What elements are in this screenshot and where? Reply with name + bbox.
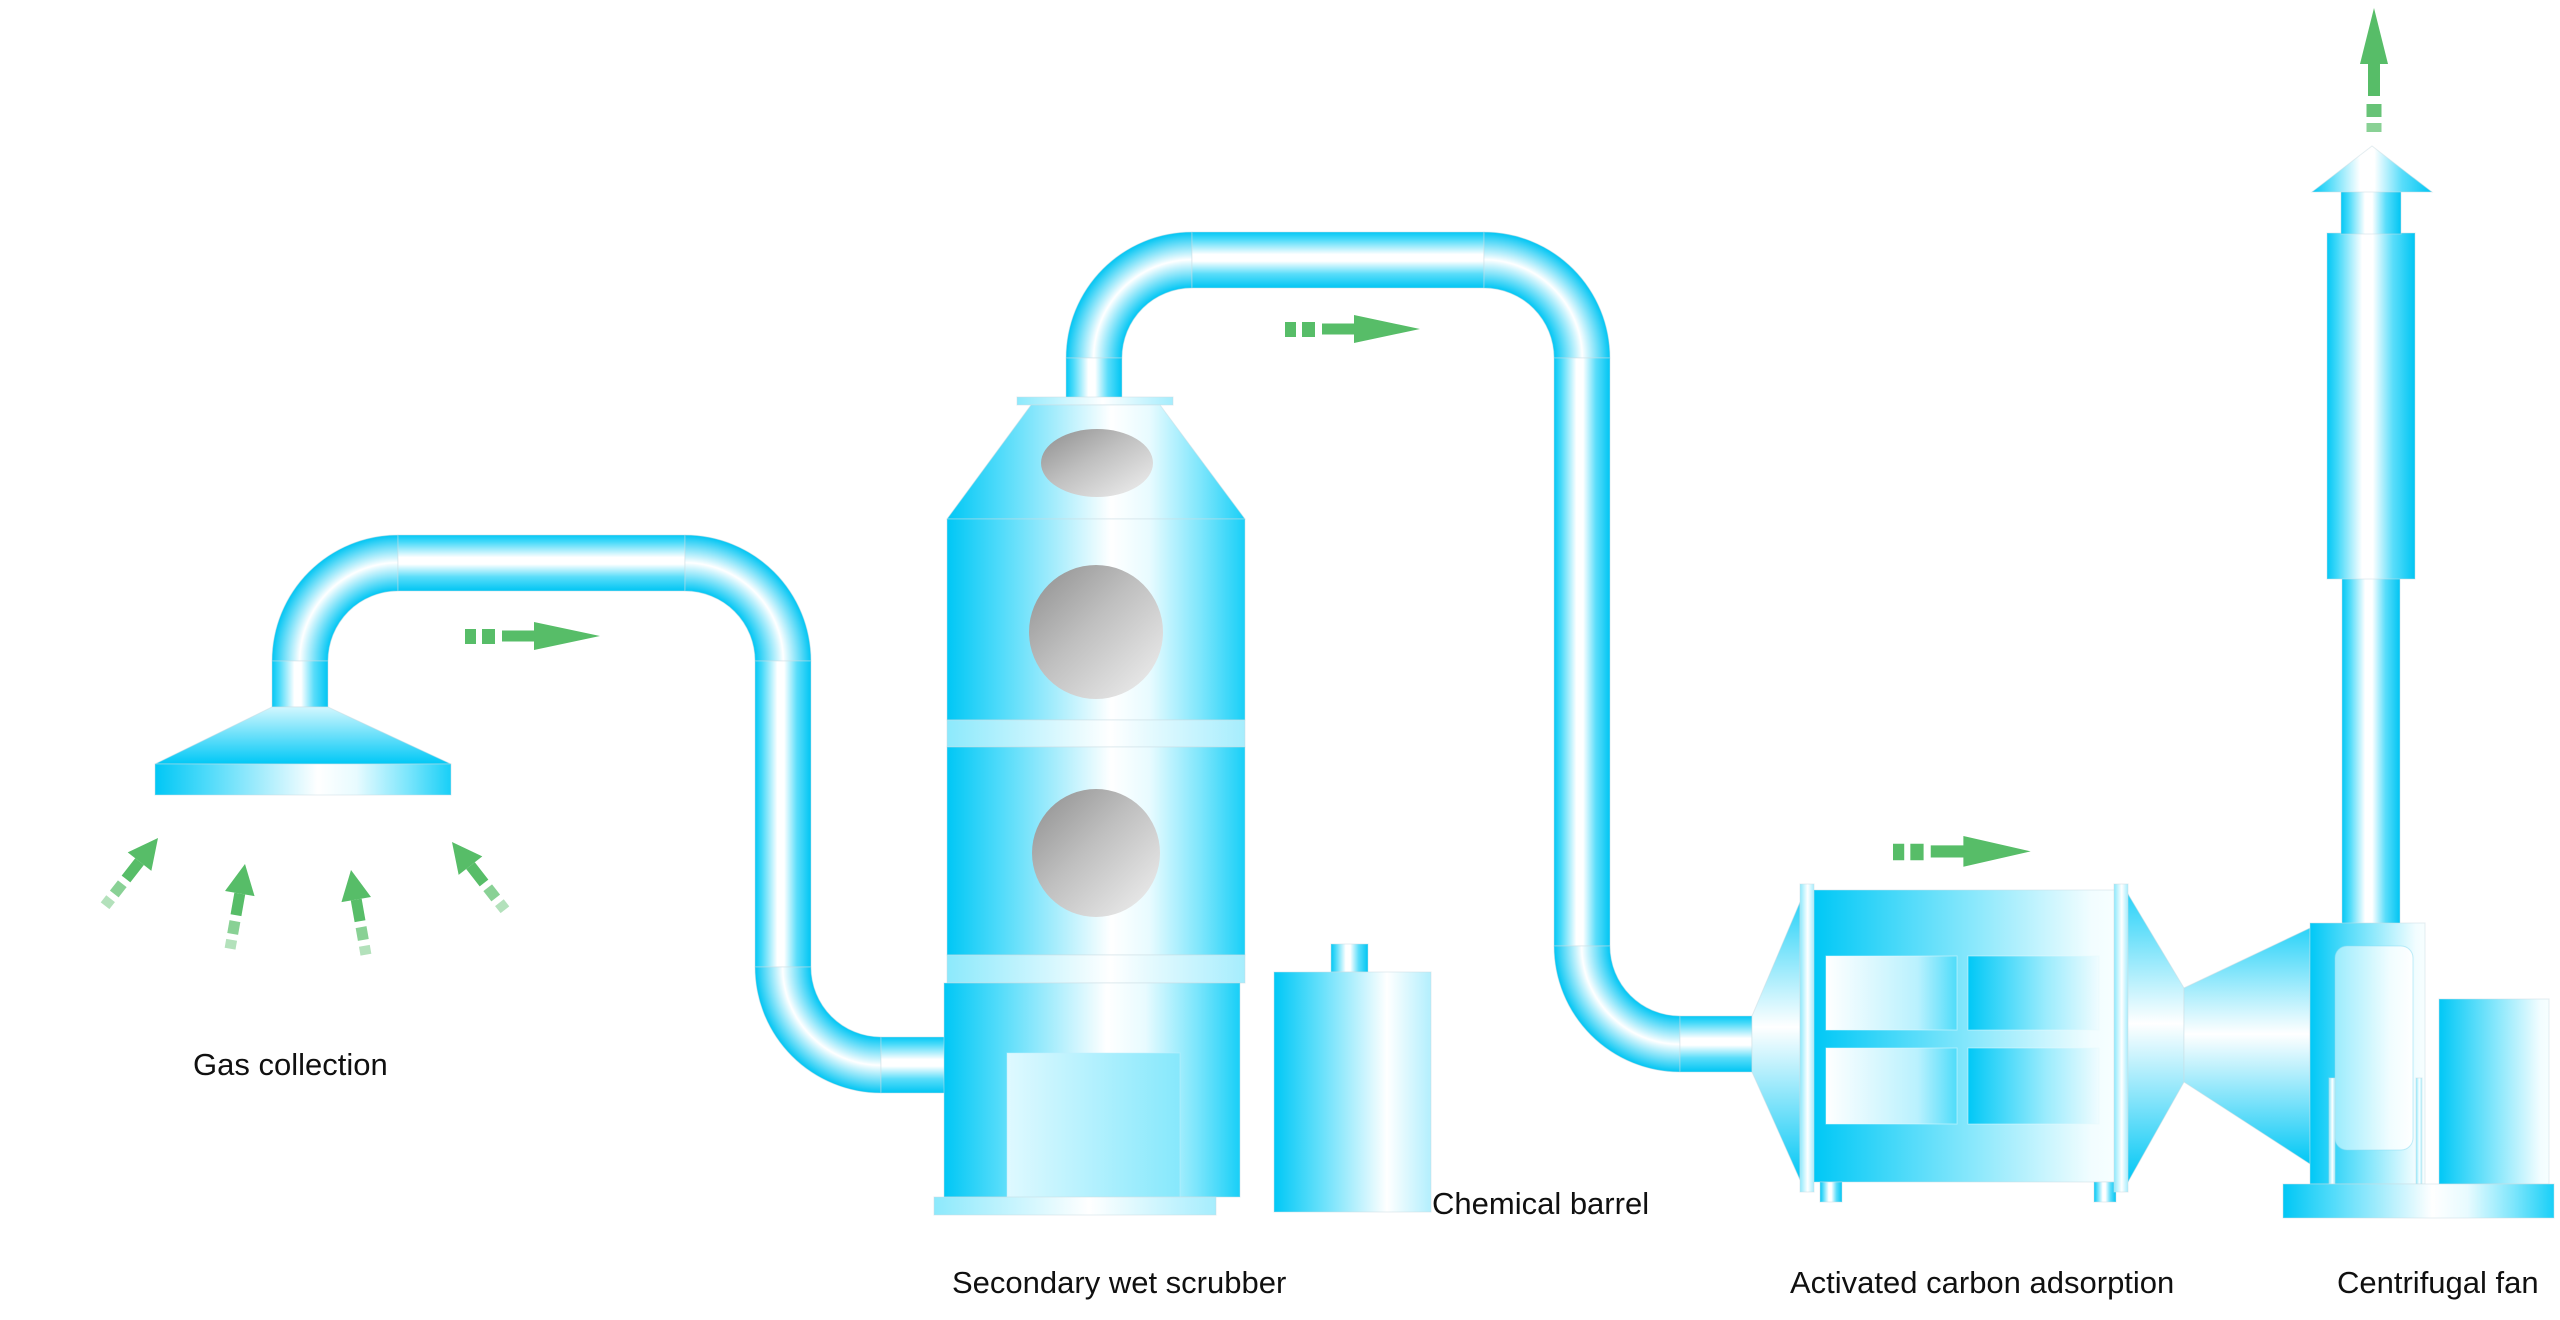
scrubber-base-plate [933,1196,1217,1216]
exhaust-arrow-icon [2360,8,2388,132]
carbon-left-flange [1799,883,1815,1193]
intake-arrow-icon [341,870,372,956]
label-chemical-barrel: Chemical barrel [1432,1186,1649,1221]
duct-hood-to-scrubber [271,534,953,1094]
pipe-outlet-stub [1679,1015,1753,1073]
carbon-inlet-cone [1751,901,1801,1181]
stack-rain-cap [2310,145,2434,193]
pipe-vertical-segment [754,660,812,968]
fan-motor [2438,998,2550,1185]
carbon-filter-panel [1825,1047,1958,1125]
scrubber-joint-band [946,719,1246,748]
pipe-horizontal-segment [397,534,686,592]
scrubber-top-viewport [1041,429,1153,497]
carbon-filter-panel [1967,1047,2100,1125]
wet-scrubber-tower [933,357,1246,1216]
labels: Gas collection Secondary wet scrubber Ch… [193,1047,2539,1300]
scrubber-joint-band [946,954,1246,984]
label-centrifugal-fan: Centrifugal fan [2337,1265,2539,1300]
carbon-box-leg [1819,1181,1843,1203]
hood-cone [154,706,452,765]
gas-intake-arrows [100,838,510,956]
scrubber-viewport [1029,565,1163,699]
pipe-horizontal-segment [1191,231,1485,289]
fan-support-rod [2328,1077,2336,1185]
exhaust-stack [2310,145,2434,925]
duct-scrubber-to-carbon [1065,231,1753,1073]
label-gas-collection: Gas collection [193,1047,388,1082]
hood-rim [154,763,452,796]
label-secondary-wet-scrubber: Secondary wet scrubber [952,1265,1286,1300]
fan-support-rod [2415,1077,2423,1185]
stack-lower-pipe [2341,577,2401,925]
pipe-elbow [271,534,399,662]
carbon-right-flange [2113,883,2129,1193]
intake-arrow-icon [224,864,255,950]
carbon-box-body [1813,889,2117,1183]
chemical-barrel [1273,943,1432,1213]
carbon-filter-panel [1967,955,2100,1031]
fan-inlet-cone [2183,927,2311,1165]
barrel-nozzle [1330,943,1369,973]
barrel-body [1273,971,1432,1213]
flow-arrow-right-icon [1893,836,2031,867]
flow-arrow-right-icon [1285,315,1420,343]
fan-base-plate [2282,1183,2555,1219]
flow-arrow-right-icon [465,622,600,650]
pipe-inlet-stub [880,1036,953,1094]
pipe-elbow [1483,231,1611,359]
pipe-elbow [684,534,812,662]
scrubber-access-door [1006,1052,1181,1198]
fan-housing-panel [2334,945,2414,1151]
pipe-elbow [1553,945,1681,1073]
carbon-adsorption-unit [1751,883,2311,1203]
scrubber-viewport [1032,789,1160,917]
flow-arrows [465,315,2031,867]
carbon-outlet-taper [2127,892,2185,1184]
intake-arrow-icon [452,842,510,914]
pipe-vertical-segment [1553,357,1611,947]
hood-neck [271,660,329,708]
stack-upper-cylinder [2326,232,2416,580]
pipe-elbow [754,966,882,1094]
centrifugal-fan-unit [2282,922,2555,1219]
carbon-filter-panel [1825,955,1958,1031]
label-activated-carbon-adsorption: Activated carbon adsorption [1790,1265,2174,1300]
pipe-elbow [1065,231,1193,359]
stack-cap-neck [2340,190,2402,235]
intake-arrow-icon [100,838,158,910]
gas-collection-hood [154,660,452,796]
carbon-box-leg [2093,1181,2117,1203]
scrubber-top-flange [1016,396,1174,406]
